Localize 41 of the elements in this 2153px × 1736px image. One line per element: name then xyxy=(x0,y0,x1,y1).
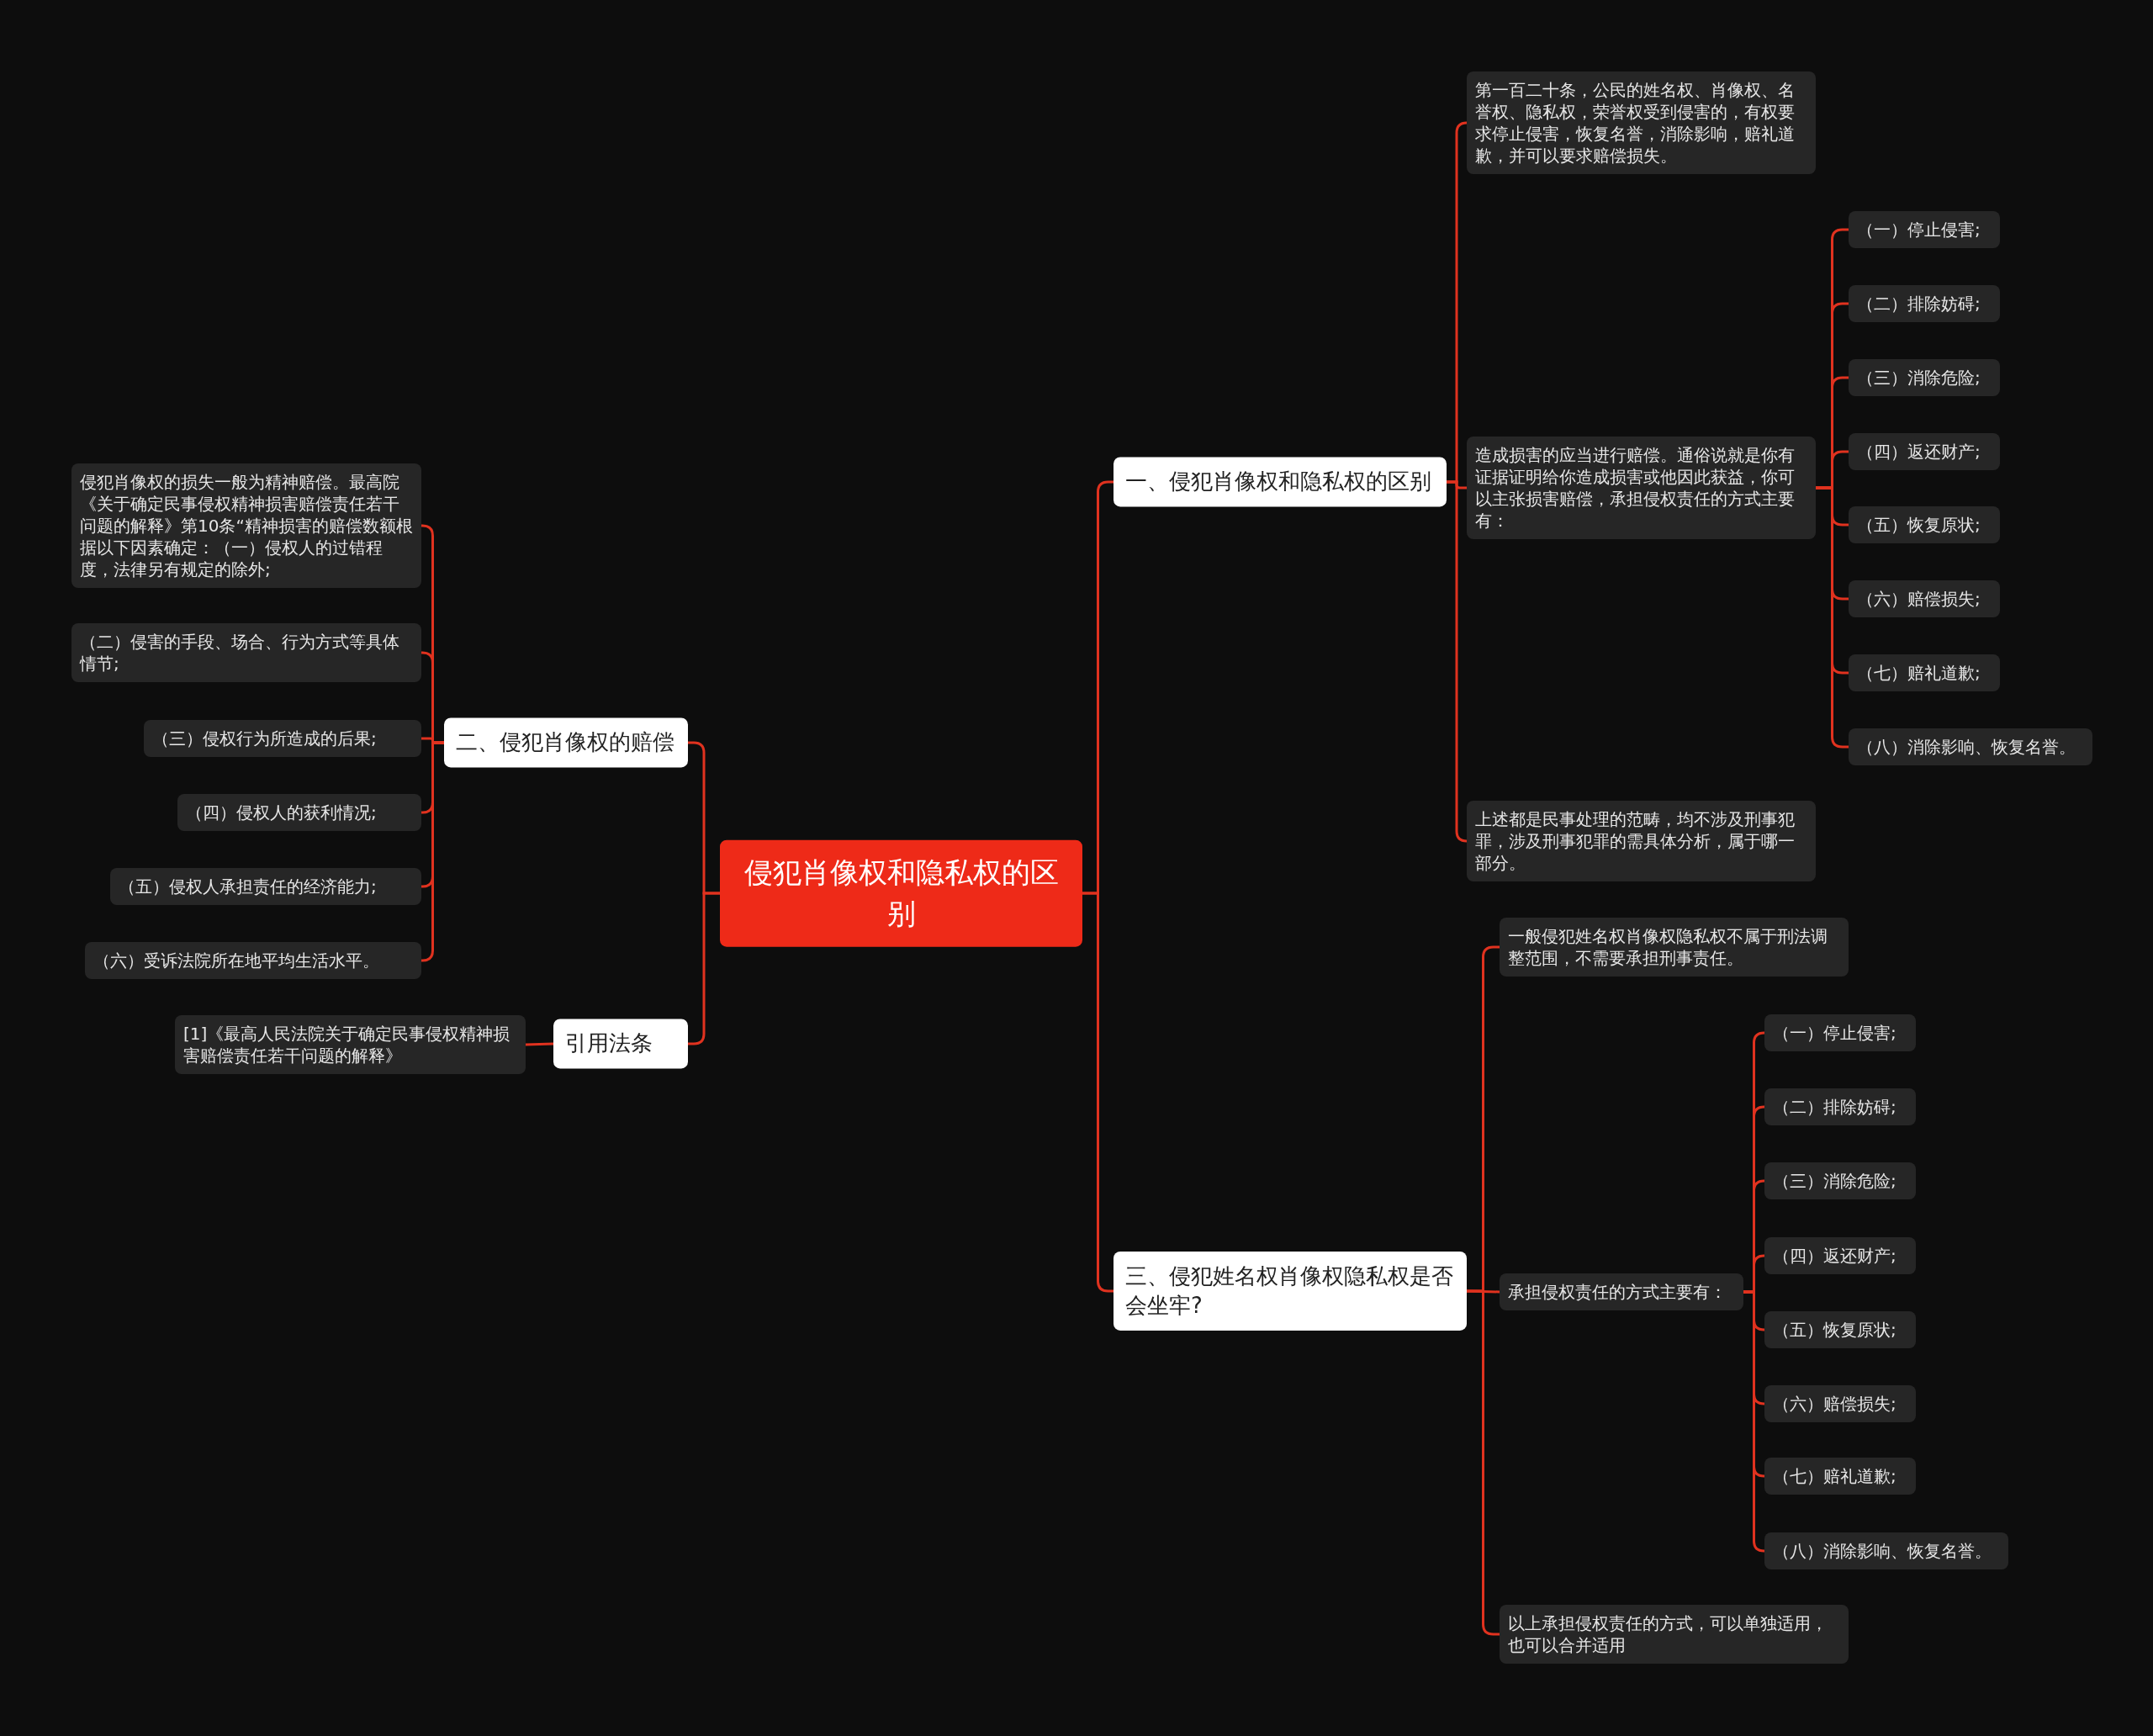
note-card: （二）侵害的手段、场合、行为方式等具体情节; xyxy=(71,623,421,682)
central-topic: 侵犯肖像权和隐私权的区别 xyxy=(720,839,1082,947)
connector-line xyxy=(1082,892,1114,1293)
note-card: （七）赔礼道歉; xyxy=(1764,1458,1916,1495)
topic-card: 引用法条 xyxy=(553,1019,688,1069)
note-card: （六）赔偿损失; xyxy=(1764,1385,1916,1422)
note-card: （二）排除妨碍; xyxy=(1849,285,2000,322)
note-card: （三）侵权行为所造成的后果; xyxy=(144,720,421,757)
note-card: （三）消除危险; xyxy=(1849,359,2000,396)
note-card: （五）侵权人承担责任的经济能力; xyxy=(110,868,421,905)
note-card: （四）侵权人的获利情况; xyxy=(177,794,421,831)
note-card: 一般侵犯姓名权肖像权隐私权不属于刑法调整范围，不需要承担刑事责任。 xyxy=(1500,918,1849,977)
note-card: （四）返还财产; xyxy=(1849,433,2000,470)
note-card: （六）受诉法院所在地平均生活水平。 xyxy=(85,942,421,979)
topic-card: 三、侵犯姓名权肖像权隐私权是否会坐牢? xyxy=(1114,1251,1467,1331)
connector-line xyxy=(421,741,444,962)
note-card: 上述都是民事处理的范畴，均不涉及刑事犯罪，涉及刑事犯罪的需具体分析，属于哪一部分。 xyxy=(1467,801,1816,881)
note-card: 造成损害的应当进行赔偿。通俗说就是你有证据证明给你造成损害或他因此获益，你可以主张损害赔偿，承担侵权责任的方式主要有： xyxy=(1467,437,1816,539)
topic-card: 一、侵犯肖像权和隐私权的区别 xyxy=(1114,457,1447,507)
note-card: （二）排除妨碍; xyxy=(1764,1088,1916,1125)
note-card: 侵犯肖像权的损失一般为精神赔偿。最高院《关于确定民事侵权精神损害赔偿责任若干问题的解释》第10条“精神损害的赔偿数额根据以下因素确定：（一）侵权人的过错程度，法律另有规定的除外; xyxy=(71,463,421,588)
note-card: （七）赔礼道歉; xyxy=(1849,654,2000,691)
note-card: （一）停止侵害; xyxy=(1764,1014,1916,1051)
note-card: 承担侵权责任的方式主要有： xyxy=(1500,1273,1743,1310)
connector-line xyxy=(688,892,720,1045)
note-card: [1]《最高人民法院关于确定民事侵权精神损害赔偿责任若干问题的解释》 xyxy=(175,1015,526,1074)
note-card: （四）返还财产; xyxy=(1764,1237,1916,1274)
connector-line xyxy=(1816,486,1849,749)
note-card: （八）消除影响、恢复名誉。 xyxy=(1764,1532,2008,1569)
connector-line xyxy=(1467,1289,1500,1636)
note-card: 以上承担侵权责任的方式，可以单独适用，也可以合并适用 xyxy=(1500,1605,1849,1664)
note-card: （一）停止侵害; xyxy=(1849,211,2000,248)
note-card: （六）赔偿损失; xyxy=(1849,580,2000,617)
note-card: 第一百二十条，公民的姓名权、肖像权、名誉权、隐私权，荣誉权受到侵害的，有权要求停止侵害，恢复名誉，消除影响，赔礼道歉，并可以要求赔偿损失。 xyxy=(1467,71,1816,174)
note-card: （五）恢复原状; xyxy=(1764,1311,1916,1348)
note-card: （五）恢复原状; xyxy=(1849,506,2000,543)
note-card: （八）消除影响、恢复名誉。 xyxy=(1849,728,2092,765)
note-card: （三）消除危险; xyxy=(1764,1162,1916,1199)
connector-line xyxy=(525,1042,554,1046)
topic-card: 二、侵犯肖像权的赔偿 xyxy=(444,717,688,768)
connector-line xyxy=(1447,480,1468,843)
